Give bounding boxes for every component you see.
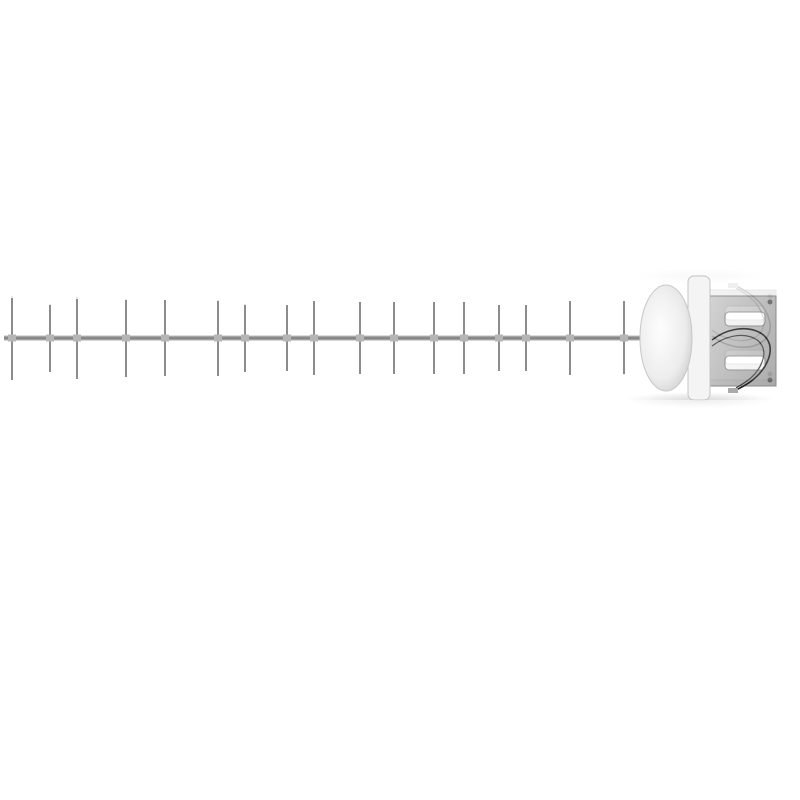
reflection-fade [0,400,800,520]
cable-connector [728,388,738,393]
reflection [3,267,777,401]
